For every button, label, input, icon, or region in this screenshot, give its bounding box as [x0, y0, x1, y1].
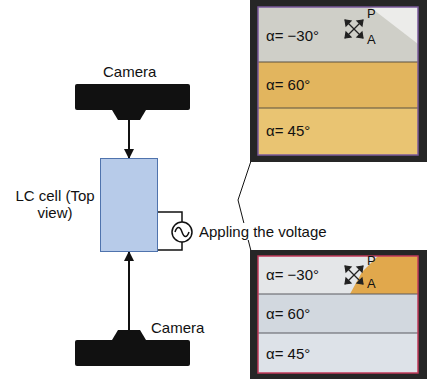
camera-body: Camera	[75, 84, 190, 110]
angle-label: α= 45°	[266, 345, 310, 362]
wire	[158, 212, 182, 222]
camera-body: Camera	[75, 340, 190, 366]
angle-label: α= −30°	[266, 266, 319, 283]
angle-label: α= 60°	[266, 76, 310, 93]
polarizer-label: P	[367, 7, 376, 22]
polarizer-label: P	[367, 254, 376, 269]
callout-line	[238, 161, 251, 200]
lc-cell: LC cell (Top view)	[100, 158, 158, 252]
ac-wave	[175, 228, 189, 237]
voltage-label: Appling the voltage	[197, 223, 329, 240]
camera-label: Camera	[151, 319, 204, 336]
angle-label: α= −30°	[266, 27, 319, 44]
camera-label: Camera	[103, 63, 156, 80]
angle-label: α= 45°	[266, 122, 310, 139]
photo-inset: α= −30° PAα= 60° α= 45°	[250, 0, 427, 162]
arrow-connector	[128, 252, 130, 340]
wire	[158, 242, 182, 250]
analyzer-label: A	[367, 277, 376, 292]
photo-inset: α= −30° PAα= 60° α= 45°	[250, 250, 427, 379]
ac-source	[172, 222, 192, 242]
arrow-connector	[128, 110, 130, 158]
angle-label: α= 60°	[266, 305, 310, 322]
analyzer-label: A	[367, 33, 376, 48]
cell-label: LC cell (Top view)	[15, 187, 95, 222]
